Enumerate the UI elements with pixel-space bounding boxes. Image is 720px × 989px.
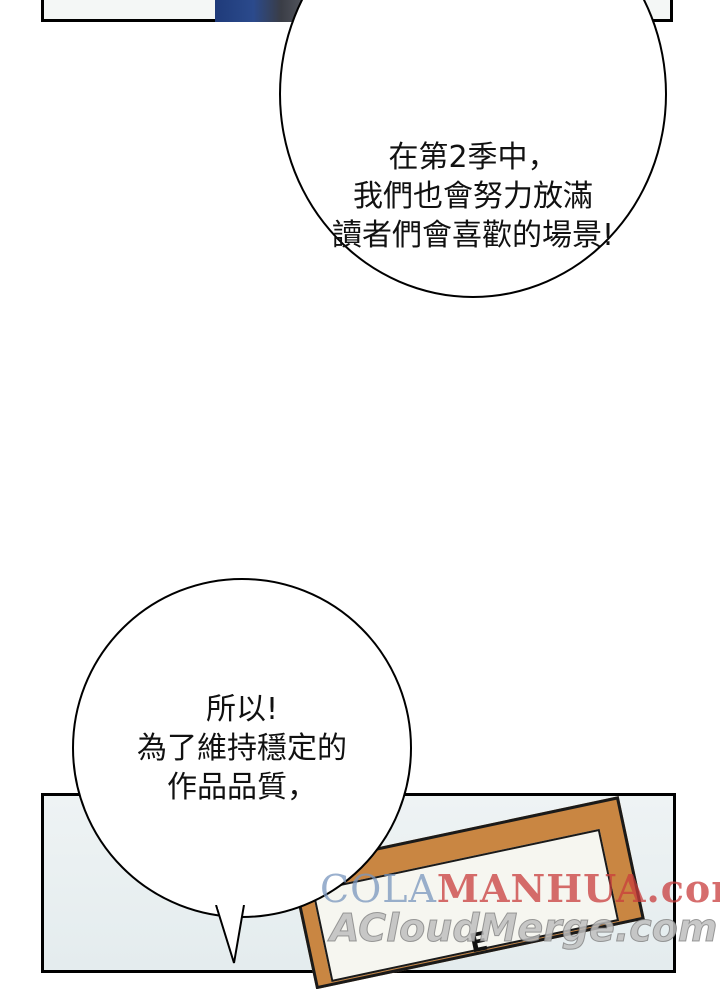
speech-bubble-2-text: 所以! 為了維持穩定的 作品品質， (137, 691, 347, 805)
watermark-colamanhua: COLAMANHUA.com (320, 866, 720, 911)
speech-bubble-1-text: 在第2季中， 我們也會努力放滿 讀者們會喜歡的場景! (331, 140, 615, 253)
watermark-acloudmerge: ACloudMerge.com (329, 906, 718, 951)
speech-bubble-1: 在第2季中， 我們也會努力放滿 讀者們會喜歡的場景! (279, 0, 667, 298)
speech-bubble-2-tail (215, 905, 245, 964)
